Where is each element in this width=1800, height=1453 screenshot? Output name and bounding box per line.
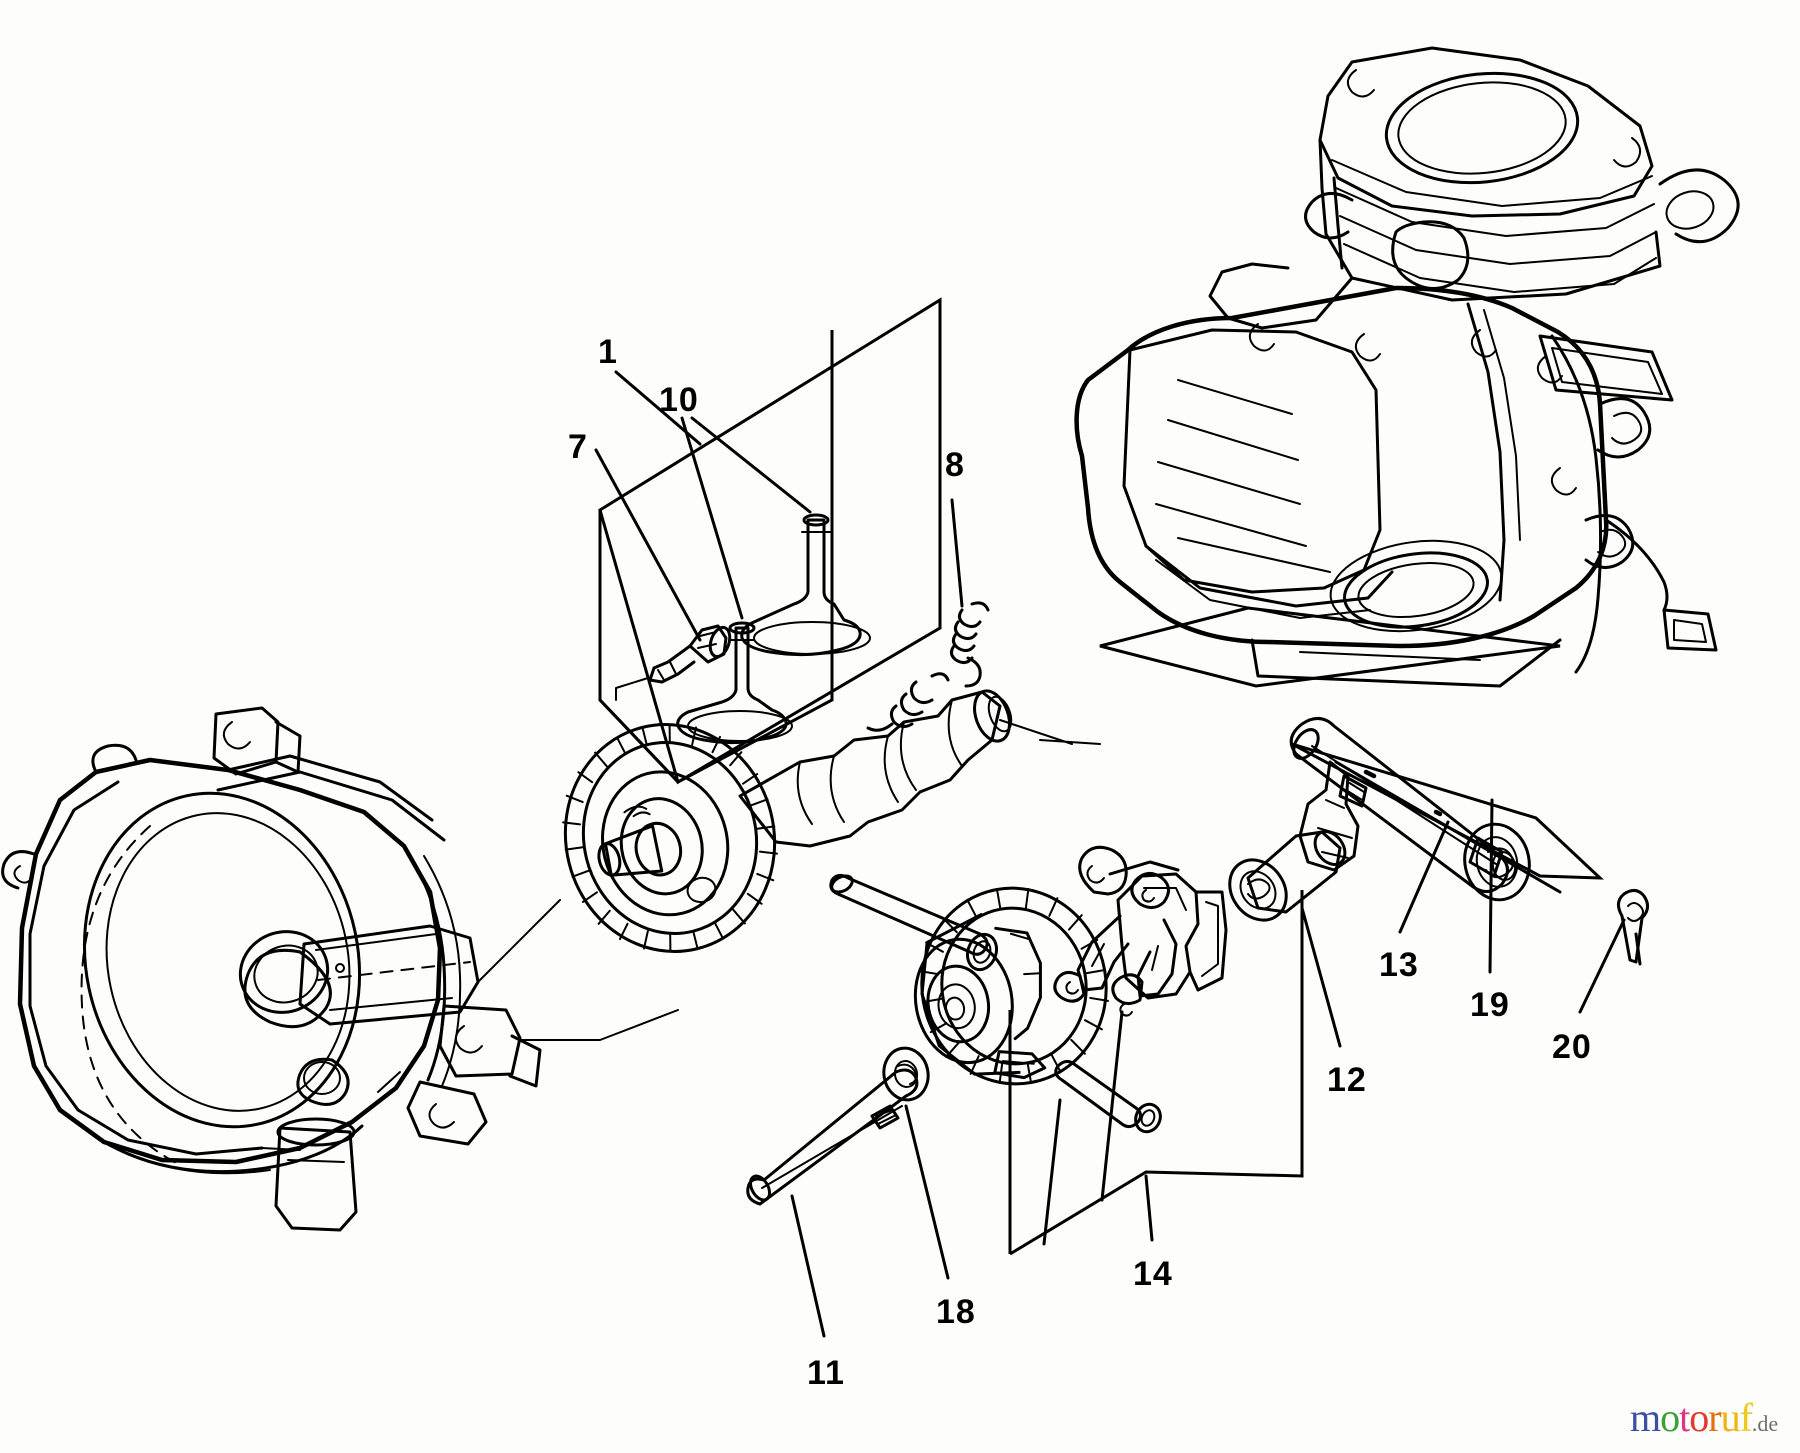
callout-label-20: 20: [1552, 1028, 1592, 1066]
block-reference-plane: [1099, 606, 1561, 688]
callout-label-11: 11: [807, 1354, 845, 1392]
long-pin-drawing: [746, 1068, 919, 1206]
cotter-pin-drawing: [1617, 889, 1649, 966]
governor-shaft-drawing: [1289, 717, 1509, 893]
watermark-letter-t: t: [1679, 1395, 1690, 1440]
watermark-letter-r: r: [1708, 1395, 1721, 1440]
watermark-suffix: .de: [1751, 1411, 1779, 1436]
shaft-reference-plane: [1291, 742, 1604, 894]
callout-label-1: 1: [598, 333, 618, 371]
watermark-letter-f: f: [1739, 1395, 1753, 1440]
callout-label-14: 14: [1133, 1255, 1173, 1293]
watermark-letter-o2: o: [1689, 1395, 1709, 1440]
small-pin-drawing: [1054, 1059, 1162, 1134]
watermark-letter-o1: o: [1660, 1395, 1680, 1440]
motoruf-watermark: motoruf.de: [1630, 1398, 1778, 1438]
cylinder-block-drawing: [1074, 46, 1740, 688]
callout-label-8: 8: [945, 446, 965, 484]
callout-label-7: 7: [568, 428, 588, 466]
camshaft-group-box: [598, 297, 942, 785]
callout-label-10: 10: [659, 381, 699, 419]
tappet-adjuster-screw-drawing: [615, 624, 732, 701]
spring-pair-drawing: [866, 601, 990, 732]
callout-label-19: 19: [1470, 986, 1510, 1024]
watermark-letter-u: u: [1720, 1395, 1741, 1440]
governor-flyweight-drawing: [1053, 845, 1228, 1017]
leader-lines: [477, 370, 1626, 1338]
small-washer-drawing: [882, 1046, 930, 1102]
valve-pair-drawing: [676, 513, 871, 745]
callout-label-18: 18: [936, 1293, 976, 1331]
governor-retaining-pin-drawing: [829, 873, 999, 972]
callout-label-12: 12: [1327, 1061, 1367, 1099]
camshaft-with-timing-gear-drawing: [562, 689, 1073, 953]
crankcase-cover-drawing: [1, 706, 542, 1232]
watermark-letter-m: m: [1630, 1395, 1661, 1440]
bushing-drawing: [1228, 830, 1347, 922]
callout-label-13: 13: [1379, 946, 1419, 984]
governor-gear-group-box: [1008, 890, 1304, 1256]
